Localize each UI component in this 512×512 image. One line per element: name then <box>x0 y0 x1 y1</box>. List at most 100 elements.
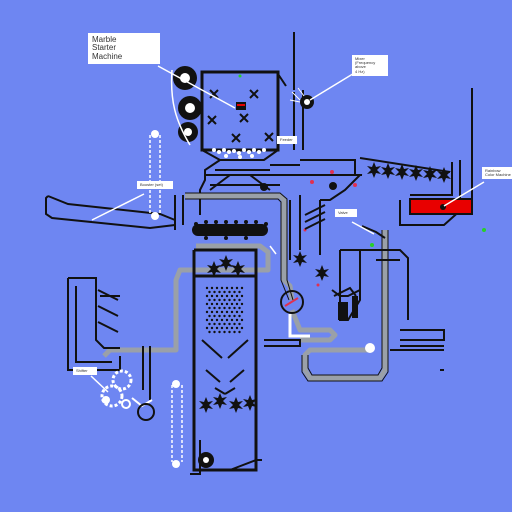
label-line: Booster (set) <box>140 182 163 187</box>
peg <box>210 286 214 290</box>
label-line: Feeder <box>280 137 293 142</box>
peg <box>225 310 229 314</box>
peg <box>218 314 221 318</box>
spiked-roller-icon[interactable] <box>192 220 268 240</box>
peg <box>220 318 224 322</box>
peg <box>238 330 241 334</box>
peg <box>218 298 221 302</box>
peg <box>218 290 221 294</box>
gear-icon[interactable] <box>198 452 214 468</box>
label-line: (Frequency above <box>355 60 376 70</box>
peg <box>225 286 229 290</box>
gear-icon[interactable] <box>173 66 202 142</box>
peg <box>205 318 209 322</box>
star-icon <box>199 251 329 413</box>
label-line: Valve <box>338 210 348 215</box>
peg <box>223 314 226 318</box>
peg <box>240 286 244 290</box>
marble-pile <box>212 148 266 159</box>
peg <box>215 318 219 322</box>
peg <box>228 330 231 334</box>
peg <box>228 298 231 302</box>
peg <box>230 286 234 290</box>
peg <box>223 298 226 302</box>
peg <box>235 294 239 298</box>
peg <box>208 330 211 334</box>
peg <box>213 306 216 310</box>
booster-elevator[interactable] <box>149 130 161 220</box>
peg <box>228 290 231 294</box>
booster-label: Booster (set) <box>137 181 173 190</box>
peg <box>238 322 241 326</box>
peg <box>218 322 221 326</box>
label-line: Shifter <box>76 368 88 373</box>
peg <box>210 318 214 322</box>
peg <box>230 302 234 306</box>
marble-starter-machine[interactable] <box>200 70 280 161</box>
rainbow-color-machine[interactable] <box>409 198 473 215</box>
peg <box>205 294 209 298</box>
peg <box>238 298 241 302</box>
central-tower <box>192 248 258 472</box>
peg <box>240 326 244 330</box>
peg <box>213 298 216 302</box>
peg <box>233 306 236 310</box>
peg <box>208 306 211 310</box>
peg <box>220 302 224 306</box>
peg <box>215 286 219 290</box>
label-line: Color Machine <box>485 172 511 178</box>
peg <box>228 322 231 326</box>
peg <box>205 286 209 290</box>
label-line: Rainbow <box>485 168 501 173</box>
peg <box>220 326 224 330</box>
peg <box>213 330 216 334</box>
peg <box>210 310 214 314</box>
peg <box>228 306 231 310</box>
peg <box>210 302 214 306</box>
peg <box>235 302 239 306</box>
star-conveyor <box>359 157 451 183</box>
peg <box>220 310 224 314</box>
peg <box>218 306 221 310</box>
mixer-wheel-icon[interactable] <box>289 87 314 109</box>
peg <box>230 294 234 298</box>
peg <box>235 318 239 322</box>
peg <box>233 298 236 302</box>
label-line: Marble <box>92 35 117 44</box>
peg <box>225 326 229 330</box>
peg <box>235 286 239 290</box>
marble-icon <box>260 170 357 287</box>
peg <box>240 310 244 314</box>
peg <box>233 314 236 318</box>
pegboard <box>205 286 244 334</box>
valve-label: Valve <box>335 209 357 218</box>
peg <box>223 290 226 294</box>
peg <box>210 326 214 330</box>
shifter-wheels[interactable] <box>100 369 155 421</box>
shifter-label: Shifter <box>73 367 97 376</box>
peg <box>238 290 241 294</box>
peg <box>238 314 241 318</box>
peg <box>213 322 216 326</box>
left-chute-structure <box>67 277 151 400</box>
label-line: 4 Hz) <box>355 68 365 74</box>
peg <box>208 290 211 294</box>
peg <box>213 290 216 294</box>
peg <box>205 326 209 330</box>
peg <box>210 294 214 298</box>
peg <box>223 306 226 310</box>
peg <box>215 294 219 298</box>
peg <box>208 322 211 326</box>
dial-icon[interactable] <box>280 290 310 338</box>
peg <box>233 290 236 294</box>
peg <box>233 322 236 326</box>
label-line: Mixer <box>355 56 365 61</box>
peg <box>220 286 224 290</box>
lower-elevator[interactable] <box>171 380 183 468</box>
peg <box>233 330 236 334</box>
peg <box>208 314 211 318</box>
peg <box>215 302 219 306</box>
marble-starter-label: Marble Starter Machine <box>88 33 160 65</box>
peg <box>240 294 244 298</box>
